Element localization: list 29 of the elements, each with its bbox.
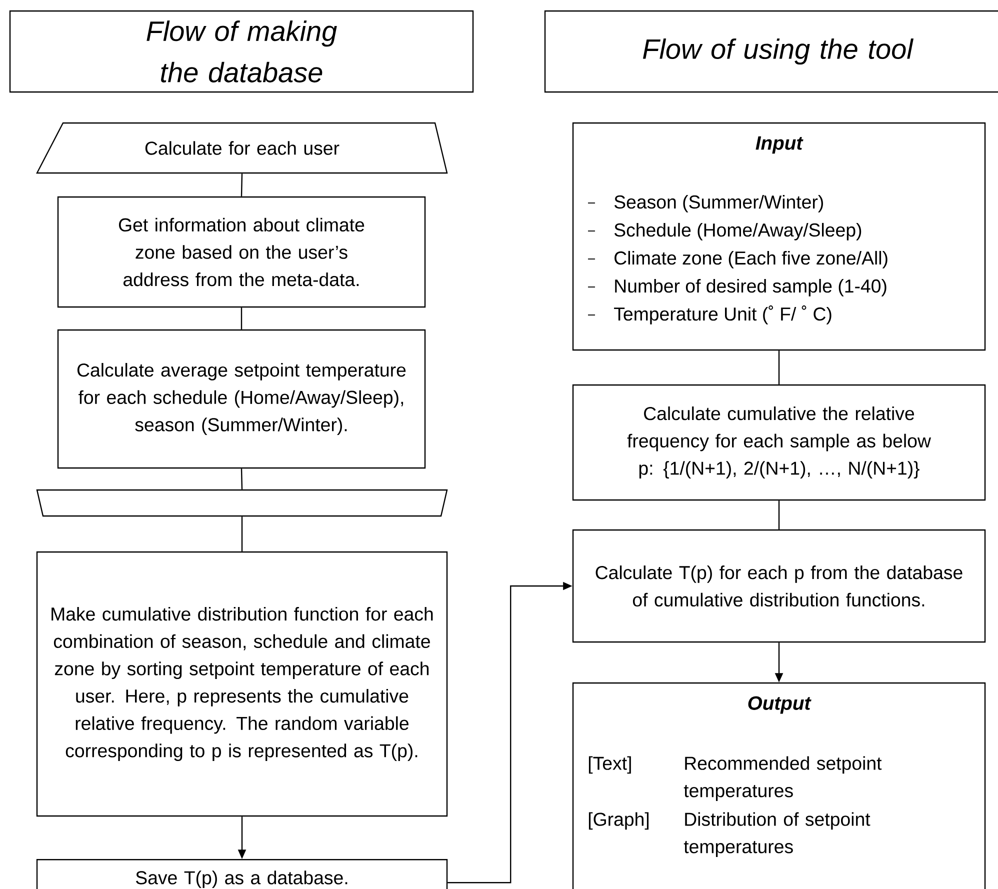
box-heading: Input: [756, 136, 804, 154]
connector-line: [778, 350, 780, 384]
output-tag: [Text]: [588, 756, 631, 774]
output-description: Recommended setpoint temperatures: [684, 756, 882, 801]
output-box: [572, 682, 986, 889]
connector-line: [240, 308, 242, 330]
title-box: Flow of using the tool: [544, 10, 998, 93]
list-item: Temperature Unit (˚ F/ ˚ C): [614, 305, 832, 324]
title-box: Flow of making the database: [9, 10, 474, 93]
process-box: Make cumulative distribution function for each combination of season, schedule and climate zone by sorting setpoint temperature of each user. Here, p represents the cumulative relative frequency. The random variable corresponding to p is represented as T(p).: [36, 551, 448, 817]
process-box: Calculate cumulative the relative frequency for each sample as below p: {1/(N+1), 2/(N+1), …, N/(N+1)}: [572, 384, 986, 501]
list-item: Season (Summer/Winter): [614, 194, 823, 212]
loop-end-box: [36, 489, 448, 517]
connector-line: [240, 468, 243, 490]
output-tag: [Graph]: [588, 812, 649, 830]
list-item: Number of desired sample (1-40): [615, 278, 886, 296]
connector-line: [240, 174, 243, 196]
process-box: Calculate average setpoint temperature for each schedule (Home/Away/Sleep), season (Summer/Winter).: [57, 329, 426, 469]
connector-line: [241, 516, 243, 552]
process-box: Save T(p) as a database.: [36, 859, 448, 889]
output-description: Distribution of setpoint temperatures: [684, 812, 870, 857]
process-box: Get information about climate zone based on the user’s address from the meta-data.: [57, 196, 426, 308]
connector-line: [778, 500, 780, 530]
loop-start-box: Calculate for each user: [36, 122, 448, 174]
list-item: Climate zone (Each five zone/All): [614, 250, 888, 268]
process-box: Calculate T(p) for each p from the database of cumulative distribution functions.: [572, 529, 986, 643]
box-heading: Output: [748, 696, 812, 714]
list-item: Schedule (Home/Away/Sleep): [614, 222, 862, 240]
input-box: [572, 122, 986, 351]
